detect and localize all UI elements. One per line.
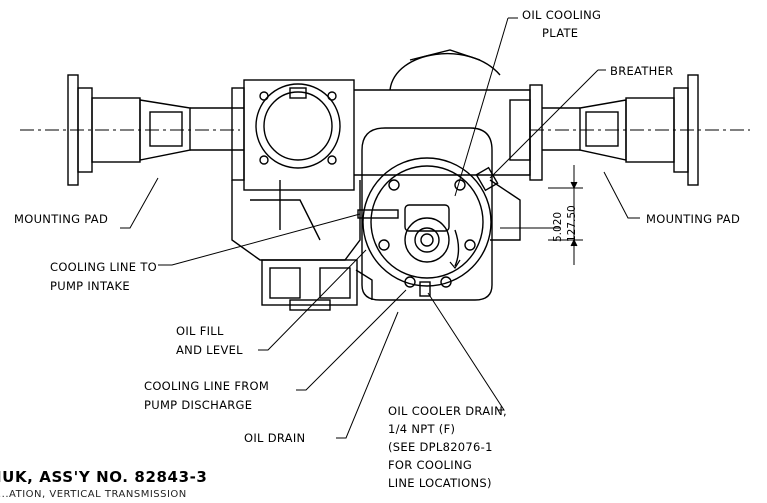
leader-oil-drain: [336, 311, 399, 439]
label-oil-cooling-plate: OIL COOLING: [522, 8, 602, 22]
left-flange: [231, 79, 355, 191]
label-oil-cooler-drain-3: (SEE DPL82076-1: [388, 440, 493, 454]
drawing-title: IUK, ASS'Y NO. 82843-3: [0, 468, 208, 486]
pump-assembly: [261, 259, 373, 311]
label-oil-cooler-drain-2: 1/4 NPT (F): [388, 422, 456, 436]
dimension-inches: 5.020: [552, 211, 564, 242]
label-oil-cooler-drain: OIL COOLER DRAIN,: [388, 404, 507, 418]
label-mounting-pad-left: MOUNTING PAD: [14, 212, 109, 226]
leader-oil-cooling-plate: [454, 17, 509, 197]
label-cooling-line-discharge: COOLING LINE FROM: [144, 379, 270, 393]
label-oil-cooler-drain-5: LINE LOCATIONS): [388, 476, 492, 490]
label-oil-cooler-drain-4: FOR COOLING: [388, 458, 473, 472]
label-mounting-pad-right: MOUNTING PAD: [646, 212, 741, 226]
label-cooling-line-intake: COOLING LINE TO: [50, 260, 158, 274]
leader-breather: [489, 69, 599, 179]
leader-lines: [120, 17, 640, 439]
label-breather: BREATHER: [610, 64, 674, 78]
leader-cooling-line-discharge: [296, 289, 407, 391]
leader-cooling-line-intake: [158, 213, 361, 266]
leader-mounting-pad-right: [603, 171, 640, 219]
main-housing: [190, 49, 580, 261]
leader-oil-cooler-drain: [427, 292, 505, 411]
left-mounting-pad: [20, 74, 240, 186]
label-cooling-line-intake-2: PUMP INTAKE: [50, 279, 130, 293]
label-oil-drain: OIL DRAIN: [244, 431, 306, 445]
leader-mounting-pad-left: [120, 177, 159, 229]
dimension-mm: 127.50: [566, 205, 578, 242]
right-mounting-pad: [530, 74, 750, 186]
label-oil-cooling-plate-2: PLATE: [542, 26, 579, 40]
label-oil-fill-2: AND LEVEL: [176, 343, 243, 357]
leader-oil-fill: [258, 249, 367, 351]
label-cooling-line-discharge-2: PUMP DISCHARGE: [144, 398, 253, 412]
oil-cooling-plate: [357, 127, 499, 301]
drawing-subtitle: ...ATION, VERTICAL TRANSMISSION: [0, 489, 187, 500]
label-oil-fill: OIL FILL: [176, 324, 224, 338]
dimension-5020: [548, 165, 583, 265]
